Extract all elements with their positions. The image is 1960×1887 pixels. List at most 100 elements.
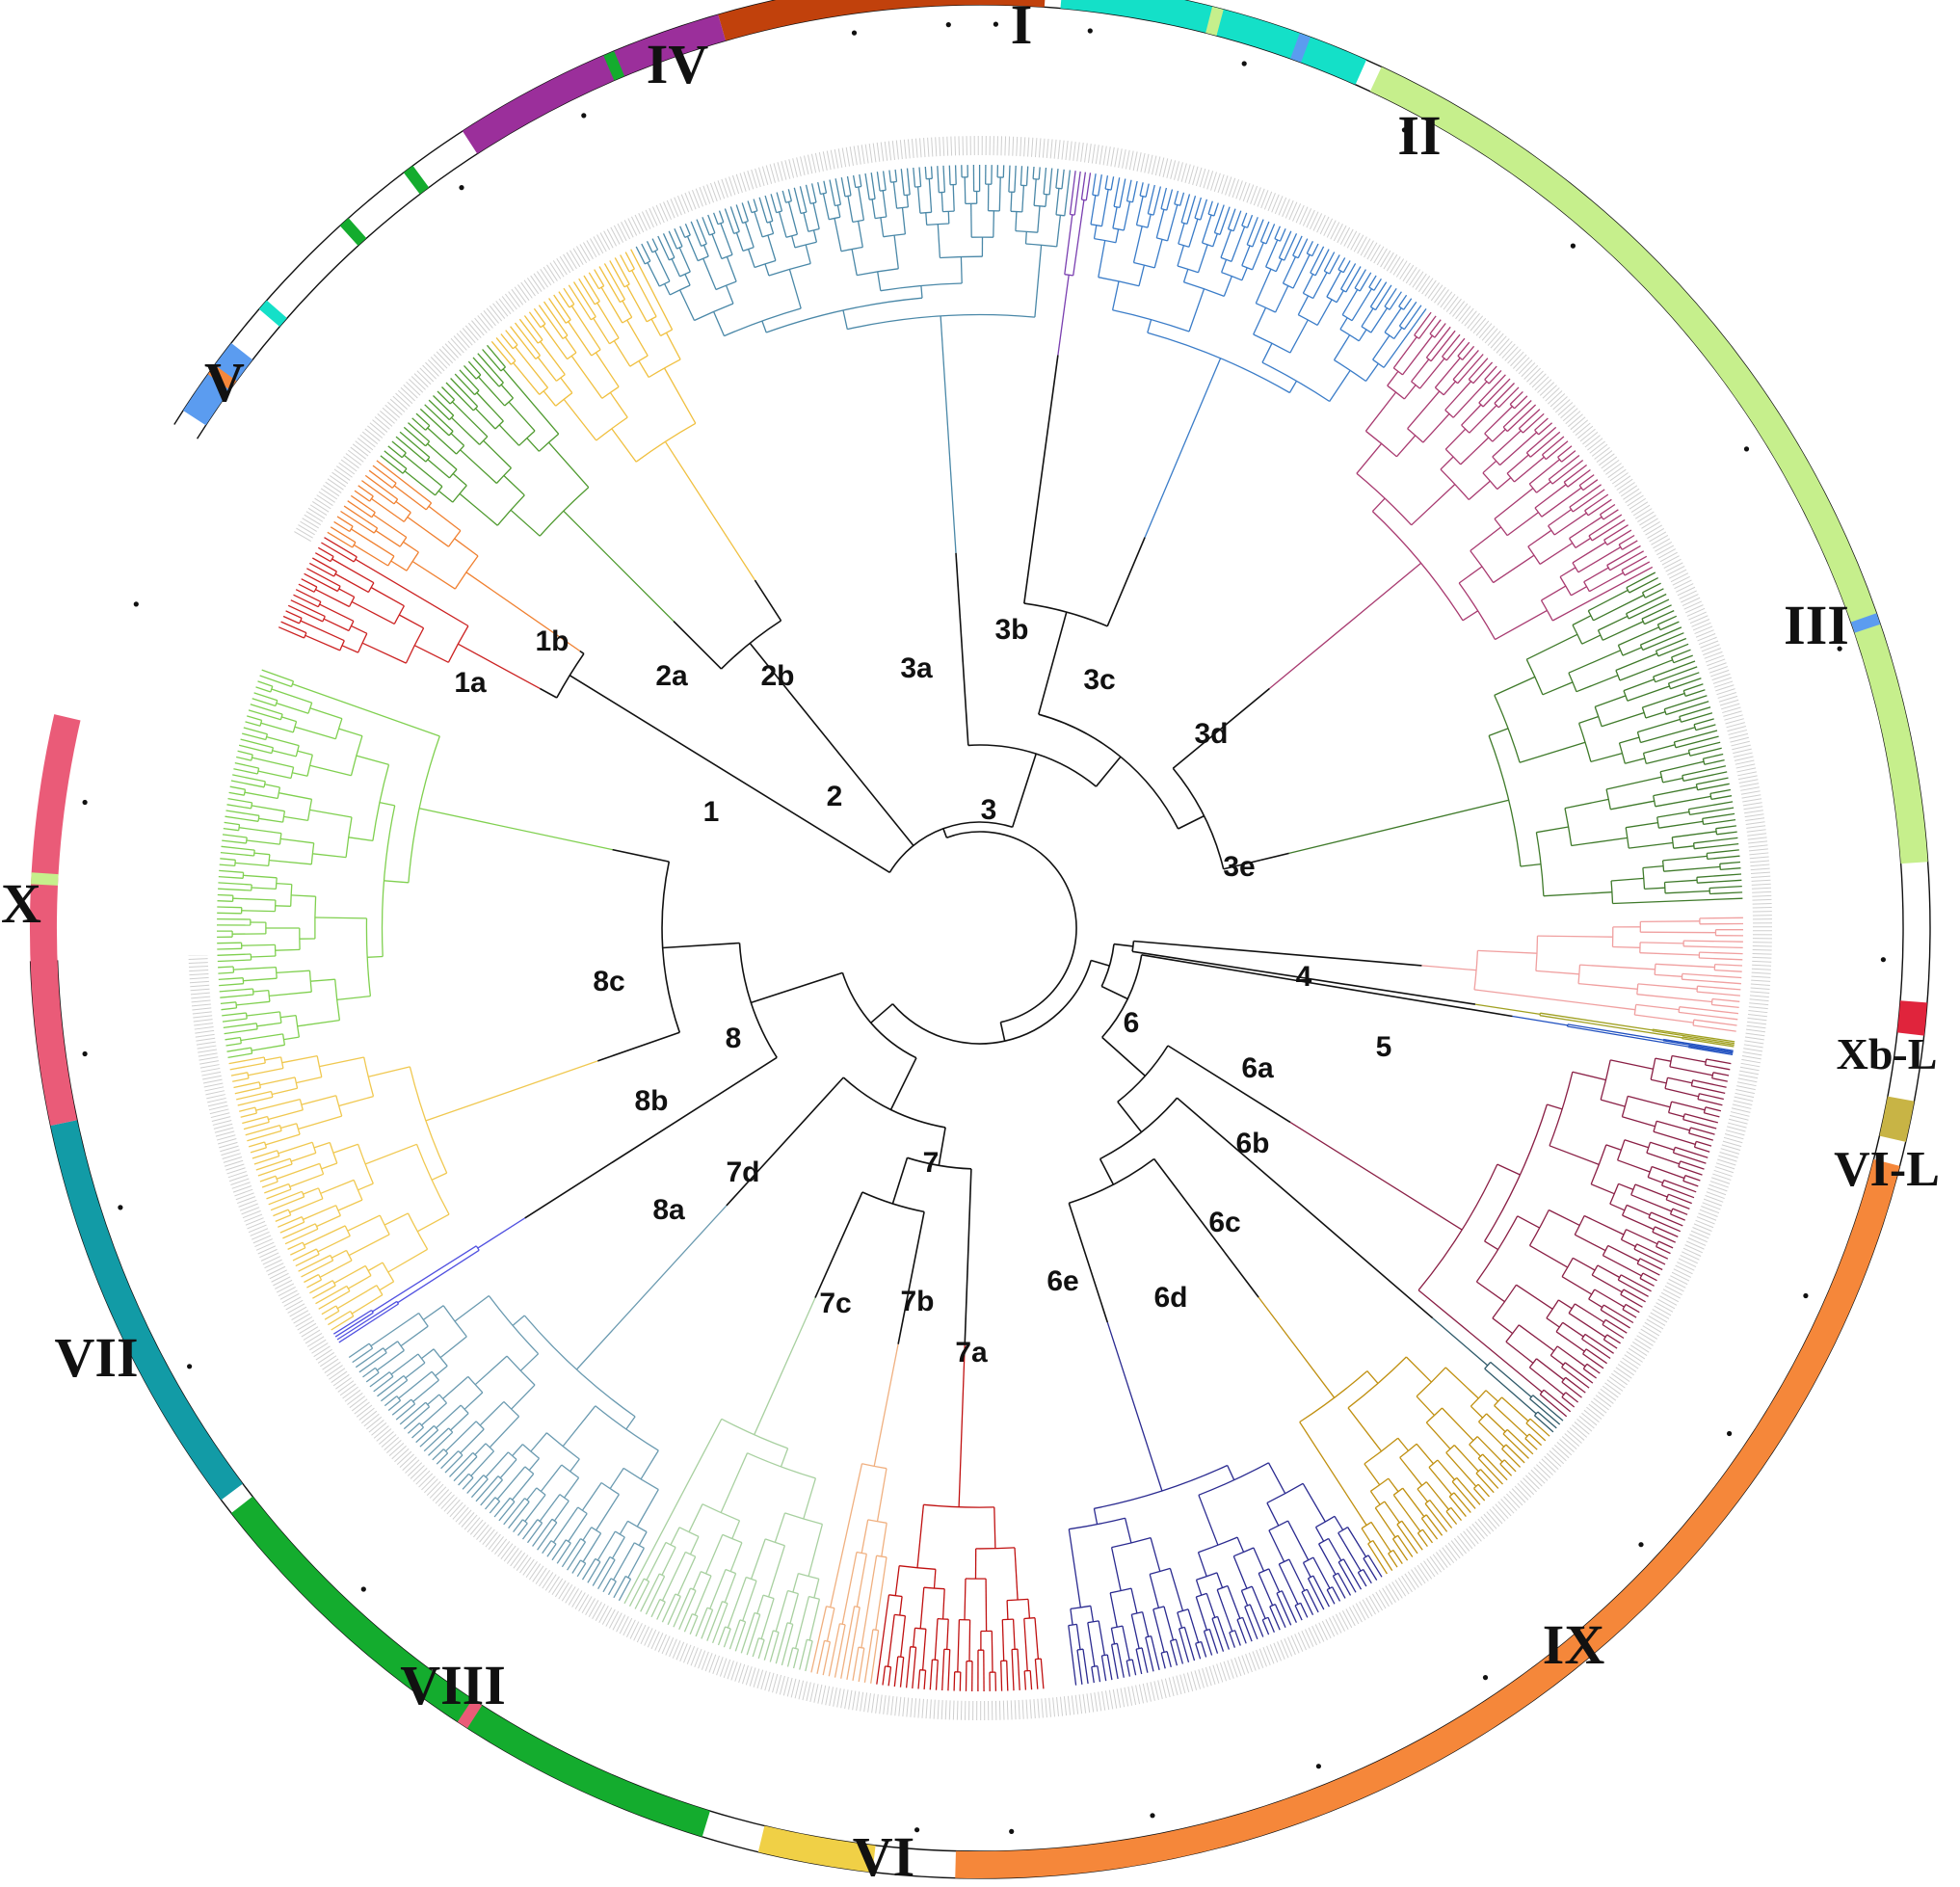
branch [1588,1298,1603,1309]
branch [1347,1527,1367,1557]
branch [316,1214,341,1228]
branch [276,882,292,886]
branch [923,1670,927,1689]
branch [1384,307,1402,333]
backbone-branch [569,675,890,873]
branch-arc [235,1001,238,1008]
tip-marker-dot-6 [1570,243,1576,249]
branch [479,1400,505,1426]
branch [1712,1072,1730,1076]
branch [1064,170,1072,216]
branch [763,1630,774,1661]
branch [1090,195,1097,225]
branch [1023,1618,1028,1671]
branch [347,1214,381,1232]
branch [613,1542,635,1581]
branch [240,1112,257,1118]
branch [1061,169,1065,189]
branch [1642,692,1685,708]
branch [356,755,389,766]
branch [264,1056,281,1061]
branch-arc [1135,1647,1143,1650]
branch [217,893,233,896]
branch [1618,534,1635,545]
branch [1460,437,1490,465]
branch [822,1641,832,1676]
branch [423,1427,450,1452]
branch-arc [559,1494,569,1502]
branch [1588,589,1629,612]
branch [530,1432,547,1452]
ring-label-VI-L: VI-L [1834,1142,1940,1197]
branch [1582,1353,1604,1369]
branch [1098,173,1102,197]
branch-arc [659,1573,665,1578]
branch [1711,1077,1728,1082]
branch [1628,598,1670,620]
ring-marker-0 [1205,6,1224,37]
branch [1187,1608,1200,1643]
ring-marker-9 [603,51,625,81]
branch-arc [1626,587,1630,594]
branch [1655,666,1698,683]
branch [330,526,357,544]
branch [250,704,283,715]
clade-stem [1474,1003,1541,1016]
branch [282,615,300,625]
branch [899,1657,905,1688]
branch [489,1501,501,1514]
branch [243,874,278,879]
ring-marker-4 [31,872,59,886]
branch-arc [1597,629,1603,641]
branch [464,364,477,380]
branch [1334,1515,1344,1530]
branch [1584,1333,1614,1354]
branch-arc [1324,270,1331,275]
branch [1232,210,1242,231]
branch [1100,1655,1107,1682]
branch-arc [1416,1367,1446,1397]
branch [948,165,951,185]
branch [352,1347,373,1364]
branch-arc [1655,1240,1659,1247]
backbone-branch [726,1076,844,1207]
branch [1496,1163,1521,1176]
branch [847,196,854,223]
branch-arc [1279,1558,1290,1565]
branch-arc [1388,1549,1394,1555]
branch [684,224,691,236]
branch-arc [382,1262,395,1283]
branch [1540,1012,1653,1031]
clade-label-2b: 2b [760,660,794,692]
branch [1537,935,1613,938]
branch-arc [1451,1476,1458,1482]
branch-arc [1452,379,1459,385]
branch-arc [1633,1004,1637,1016]
branch [333,1264,366,1284]
branch [1689,807,1735,816]
backbone-branch [1095,756,1122,787]
branch-arc [659,280,671,287]
branch-arc [1338,1558,1344,1563]
backbone-branch [1117,1101,1143,1133]
branch [665,332,681,360]
branch [1509,390,1523,405]
branch-arc [425,502,433,511]
branch [439,1336,467,1359]
branch [880,217,885,237]
branch [1549,1209,1580,1226]
branch [1633,1248,1666,1265]
branch [1488,728,1509,737]
branch [543,390,557,407]
branch [1684,1113,1718,1124]
branch [1369,1490,1381,1505]
branch [1015,211,1018,231]
clade-6a [1512,1015,1734,1056]
branch [1651,1165,1685,1180]
branch [276,1162,320,1180]
branch [638,360,649,378]
branch [1147,319,1152,333]
branch [1445,1451,1477,1487]
branch [1671,1101,1706,1111]
branch [1392,1494,1421,1532]
